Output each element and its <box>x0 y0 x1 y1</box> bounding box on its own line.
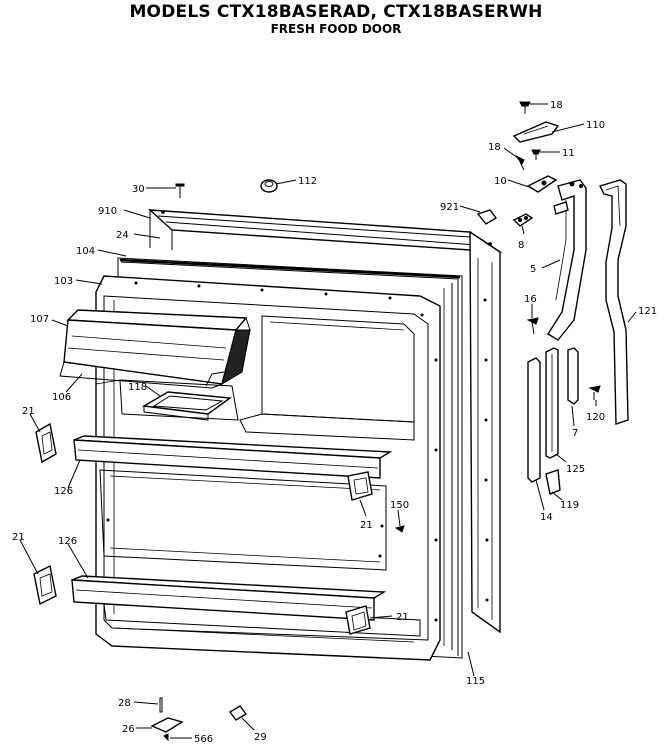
screw-11-icon <box>531 149 541 160</box>
callout-566: 566 <box>194 734 213 745</box>
callout-21-upper-left: 21 <box>22 406 35 417</box>
callout-120: 120 <box>586 412 605 423</box>
screw-30-icon <box>175 183 185 198</box>
screw-18-top-icon <box>519 101 531 114</box>
page-subtitle: FRESH FOOD DOOR <box>270 22 402 36</box>
part-26-bracket <box>150 717 184 733</box>
callout-7: 7 <box>572 428 578 439</box>
handle-trim-14 <box>527 357 541 483</box>
callout-110: 110 <box>586 120 605 131</box>
callout-119: 119 <box>560 500 579 511</box>
callout-107: 107 <box>30 314 49 325</box>
plug-112-icon <box>260 179 278 193</box>
screw-16-icon <box>526 317 539 335</box>
callout-104: 104 <box>76 246 95 257</box>
part-566-screw <box>163 733 169 742</box>
callout-14: 14 <box>540 512 553 523</box>
callout-126-upper: 126 <box>54 486 73 497</box>
callout-11: 11 <box>562 148 575 159</box>
callout-24: 24 <box>116 230 129 241</box>
leader-lines <box>19 103 637 739</box>
screw-120-icon <box>588 385 601 400</box>
handle-121 <box>599 179 629 425</box>
shelf-end-cap-lower-left <box>33 564 57 606</box>
bracket-8 <box>512 213 534 227</box>
handle-insert-125 <box>545 347 559 459</box>
end-cap-119 <box>545 469 561 495</box>
callout-10: 10 <box>494 176 507 187</box>
callout-21-upper-right: 21 <box>360 520 373 531</box>
callout-18-b: 18 <box>488 142 501 153</box>
callout-18: 18 <box>550 100 563 111</box>
shelf-end-cap-upper-right <box>347 471 373 501</box>
callout-29: 29 <box>254 732 267 743</box>
callout-21-lower-left: 21 <box>12 532 25 543</box>
callout-8: 8 <box>518 240 524 251</box>
callout-28: 28 <box>118 698 131 709</box>
shelf-end-cap-lower-right <box>345 605 371 635</box>
callout-16: 16 <box>524 294 537 305</box>
door-shelf-lower <box>71 575 387 621</box>
callout-112: 112 <box>298 176 317 187</box>
callout-126-lower: 126 <box>58 536 77 547</box>
part-28-pin <box>159 697 163 713</box>
handle-rod-7 <box>567 347 579 405</box>
part-29-plug <box>228 705 248 721</box>
hinge-cover-110 <box>512 121 560 143</box>
callout-121: 121 <box>638 306 657 317</box>
page-title: MODELS CTX18BASERAD, CTX18BASERWH <box>129 2 543 22</box>
butter-tray <box>141 391 232 421</box>
dairy-compartment-door <box>59 309 251 389</box>
outer-door-panel <box>148 209 503 634</box>
shelf-end-cap-upper-left <box>35 422 57 464</box>
callout-921: 921 <box>440 202 459 213</box>
callout-21-lower-right: 21 <box>396 612 409 623</box>
callout-26: 26 <box>122 724 135 735</box>
handle-bracket-5 <box>547 179 587 341</box>
callout-150: 150 <box>390 500 409 511</box>
callout-115: 115 <box>466 676 485 687</box>
callout-5: 5 <box>530 264 536 275</box>
callout-125: 125 <box>566 464 585 475</box>
plug-921-icon <box>476 209 498 225</box>
callout-106: 106 <box>52 392 71 403</box>
callout-30: 30 <box>132 184 145 195</box>
door-shelf-upper <box>73 435 393 479</box>
callout-910: 910 <box>98 206 117 217</box>
callout-103: 103 <box>54 276 73 287</box>
screw-150-icon <box>394 525 405 533</box>
callout-118: 118 <box>128 382 147 393</box>
hinge-10 <box>526 175 558 193</box>
screw-18-icon <box>515 155 525 171</box>
